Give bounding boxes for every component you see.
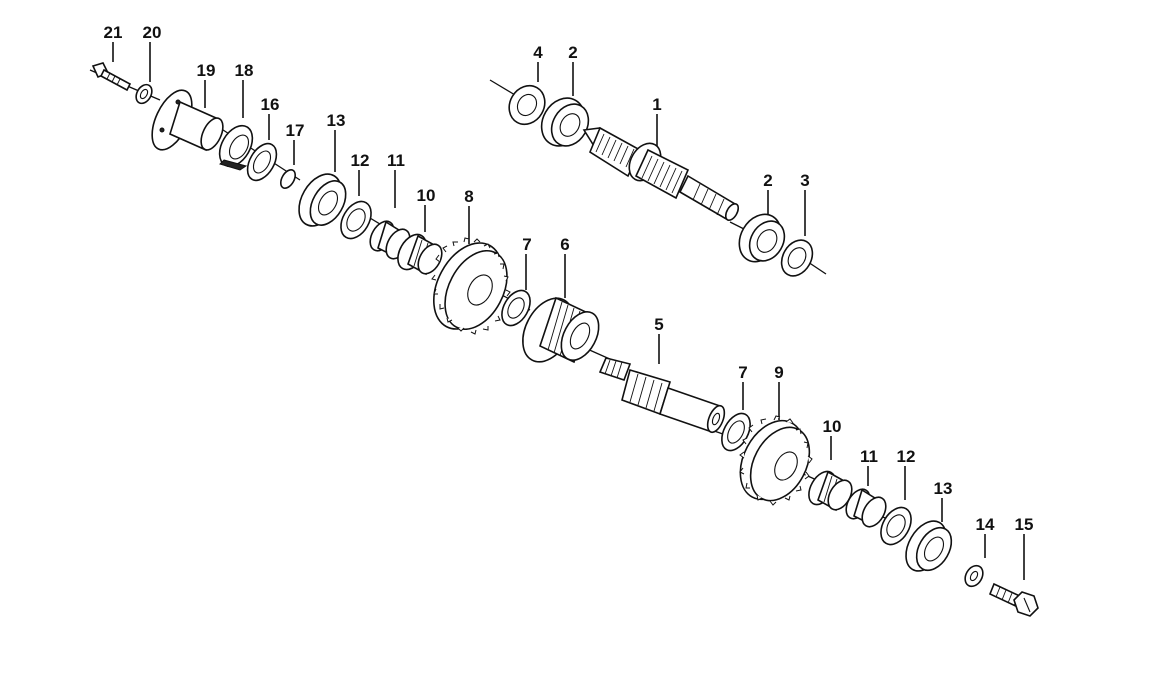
sleeve-11-right [845, 488, 887, 528]
ring-12-right [880, 506, 912, 546]
callout-16: 16 [261, 95, 280, 114]
synchro-sleeve-6 [522, 296, 600, 364]
washer-3 [780, 239, 814, 277]
callout-4: 4 [533, 43, 543, 62]
bearing-13-left [298, 173, 347, 227]
callout-14: 14 [976, 515, 995, 534]
shaft-1-end-spline [692, 183, 725, 216]
callout-12-left: 12 [351, 151, 370, 170]
callout-3: 3 [800, 171, 809, 190]
shim-16 [246, 142, 278, 182]
bearing-13-right [905, 520, 953, 572]
gear-9-teeth [739, 415, 813, 506]
main-shaft-1 [582, 126, 740, 222]
callout-9: 9 [774, 363, 783, 382]
callout-11-left: 11 [387, 151, 405, 170]
washer-14 [964, 564, 984, 588]
needle-bearing-10-left [397, 233, 443, 276]
washer-4 [508, 84, 546, 126]
callout-7-lower: 7 [738, 363, 747, 382]
gear-8-teeth [431, 237, 511, 335]
callout-10-right: 10 [823, 417, 842, 436]
ring-12-left [340, 200, 372, 240]
callout-11-right: 11 [860, 447, 878, 466]
left-end-group [91, 62, 443, 276]
callout-8: 8 [464, 187, 473, 206]
callout-20: 20 [143, 23, 162, 42]
bolt-15 [988, 582, 1039, 617]
callout-2-upper: 2 [568, 43, 577, 62]
callout-13-left: 13 [327, 111, 346, 130]
callout-6: 6 [560, 235, 569, 254]
callout-12-right: 12 [897, 447, 916, 466]
upper-shaft-group [508, 84, 814, 277]
snap-ring-17 [279, 169, 297, 189]
callout-18: 18 [235, 61, 254, 80]
washer-7-upper [501, 289, 531, 327]
washer-7-lower [721, 412, 751, 452]
bearing-2-upper-right [738, 213, 786, 263]
gear-9 [739, 415, 813, 506]
callout-2-right: 2 [763, 171, 772, 190]
callout-7-upper: 7 [522, 235, 531, 254]
callout-5: 5 [654, 315, 663, 334]
bolt-21 [91, 62, 132, 92]
right-end-group [808, 470, 1039, 617]
flange-19 [151, 89, 224, 152]
callout-15: 15 [1015, 515, 1034, 534]
seal-18 [218, 124, 254, 171]
bearing-2-upper-left [540, 97, 590, 147]
callout-13-right: 13 [934, 479, 953, 498]
gear-8 [431, 237, 511, 335]
callout-labels: 21 20 19 18 16 17 13 12 11 10 8 7 6 4 2 … [104, 23, 1034, 534]
callout-17: 17 [286, 121, 305, 140]
shaft-1-gear-teeth [641, 155, 683, 194]
washer-20 [135, 83, 153, 105]
callout-1: 1 [652, 95, 661, 114]
callout-19: 19 [197, 61, 216, 80]
callout-10-left: 10 [417, 186, 436, 205]
callout-21: 21 [104, 23, 123, 42]
countershaft-5 [598, 357, 726, 434]
needle-bearing-10-right [808, 470, 853, 512]
leader-lines [112, 42, 1025, 580]
shaft-1-spline-teeth [595, 133, 635, 168]
